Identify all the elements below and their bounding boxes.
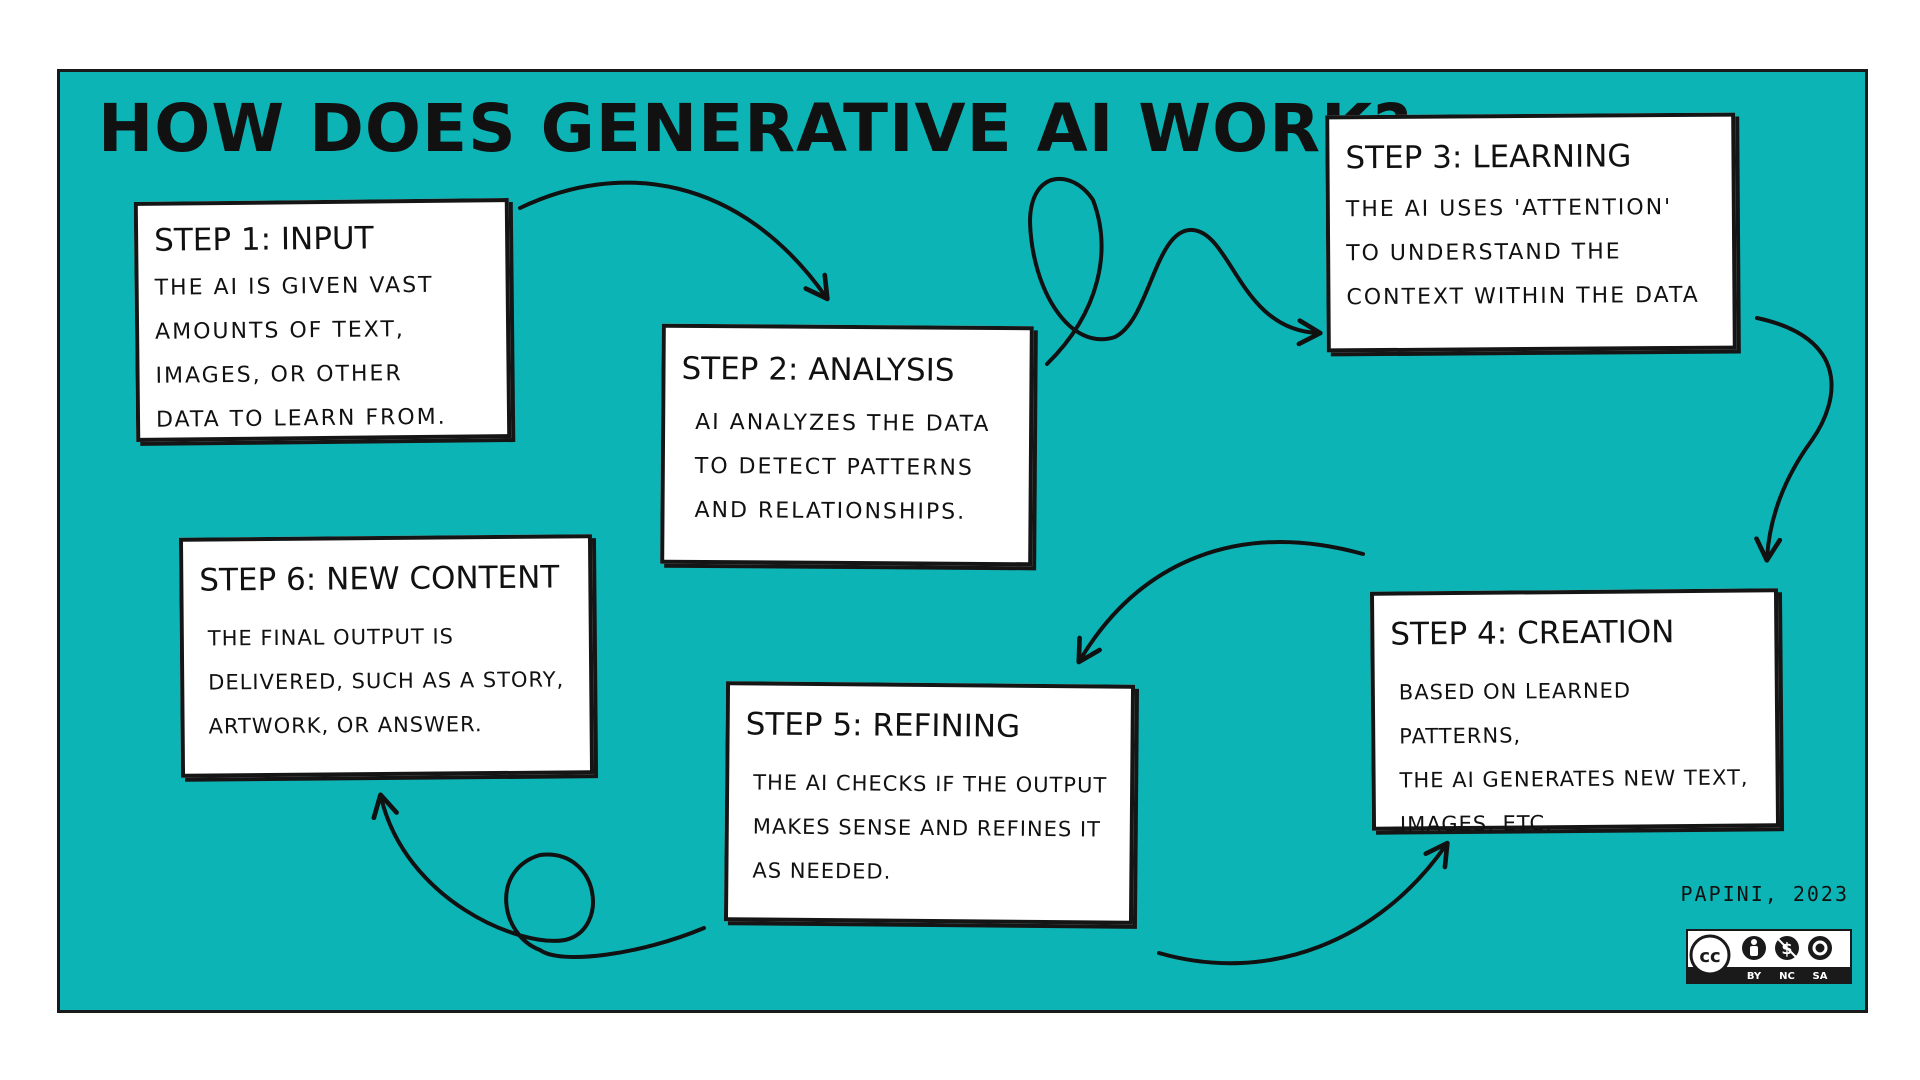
step-2-title: STEP 2: ANALYSIS: [681, 350, 955, 389]
step-6-card: STEP 6: NEW CONTENT THE FINAL OUTPUT IS …: [178, 534, 595, 778]
step-6-line-2: DELIVERED, SUCH AS A STORY,: [208, 667, 565, 695]
step-6-title: STEP 6: NEW CONTENT: [199, 559, 560, 599]
license-badge-graphic: cc $ BY NC SA: [1688, 931, 1850, 982]
step-5-line-1: THE AI CHECKS IF THE OUTPUT: [753, 770, 1108, 798]
step-2-line-3: AND RELATIONSHIPS.: [694, 497, 967, 525]
author-credit: PAPINI, 2023: [1680, 882, 1849, 906]
license-sa-label: SA: [1813, 971, 1828, 982]
license-nc-label: NC: [1779, 971, 1795, 982]
step-5-line-2: MAKES SENSE AND REFINES IT: [752, 814, 1102, 842]
step-1-line-3: IMAGES, OR OTHER: [155, 361, 403, 389]
step-2-line-1: AI ANALYZES THE DATA: [695, 409, 991, 438]
step-3-card: STEP 3: LEARNING THE AI USES 'ATTENTION'…: [1325, 112, 1737, 353]
step-4-line-3: IMAGES, ETC.: [1399, 811, 1553, 837]
step-3-line-2: TO UNDERSTAND THE: [1346, 239, 1622, 267]
cc-by-nc-sa-badge-icon[interactable]: cc $ BY NC SA: [1686, 929, 1852, 984]
step-6-line-1: THE FINAL OUTPUT IS: [207, 624, 455, 651]
step-3-line-3: CONTEXT WITHIN THE DATA: [1346, 282, 1700, 311]
step-5-card: STEP 5: REFINING THE AI CHECKS IF THE OU…: [723, 681, 1136, 925]
step-6-line-3: ARTWORK, OR ANSWER.: [208, 712, 483, 739]
step-3-title: STEP 3: LEARNING: [1345, 138, 1632, 177]
share-alike-icon: [1808, 936, 1832, 960]
step-4-line-2: THE AI GENERATES NEW TEXT,: [1399, 765, 1749, 793]
step-5-title: STEP 5: REFINING: [745, 706, 1021, 745]
step-4-line-1: BASED ON LEARNED PATTERNS,: [1398, 678, 1632, 749]
step-2-card: STEP 2: ANALYSIS AI ANALYZES THE DATA TO…: [660, 323, 1034, 567]
step-5-description: THE AI CHECKS IF THE OUTPUT MAKES SENSE …: [744, 760, 1114, 895]
step-4-description: BASED ON LEARNED PATTERNS, THE AI GENERA…: [1391, 667, 1761, 846]
step-6-description: THE FINAL OUTPUT IS DELIVERED, SUCH AS A…: [200, 613, 574, 748]
step-4-title: STEP 4: CREATION: [1390, 614, 1675, 653]
cc-mark: cc: [1699, 946, 1720, 967]
step-2-description: AI ANALYZES THE DATA TO DETECT PATTERNS …: [680, 401, 1013, 535]
step-3-line-1: THE AI USES 'ATTENTION': [1345, 195, 1673, 223]
license-by-label: BY: [1747, 971, 1762, 982]
step-1-description: THE AI IS GIVEN VAST AMOUNTS OF TEXT, IM…: [154, 263, 491, 442]
step-3-description: THE AI USES 'ATTENTION' TO UNDERSTAND TH…: [1346, 186, 1717, 321]
step-1-title: STEP 1: INPUT: [153, 220, 374, 259]
step-1-line-2: AMOUNTS OF TEXT,: [154, 317, 405, 345]
step-5-line-3: AS NEEDED.: [752, 858, 892, 884]
step-1-line-1: THE AI IS GIVEN VAST: [154, 272, 434, 301]
step-2-line-2: TO DETECT PATTERNS: [694, 453, 974, 481]
step-1-card: STEP 1: INPUT THE AI IS GIVEN VAST AMOUN…: [133, 198, 512, 442]
step-1-line-4: DATA TO LEARN FROM.: [155, 404, 447, 433]
step-4-card: STEP 4: CREATION BASED ON LEARNED PATTER…: [1369, 588, 1781, 837]
diagram-title: HOW DOES GENERATIVE AI WORK?: [98, 90, 1413, 167]
cc-icon: [1689, 934, 1731, 976]
